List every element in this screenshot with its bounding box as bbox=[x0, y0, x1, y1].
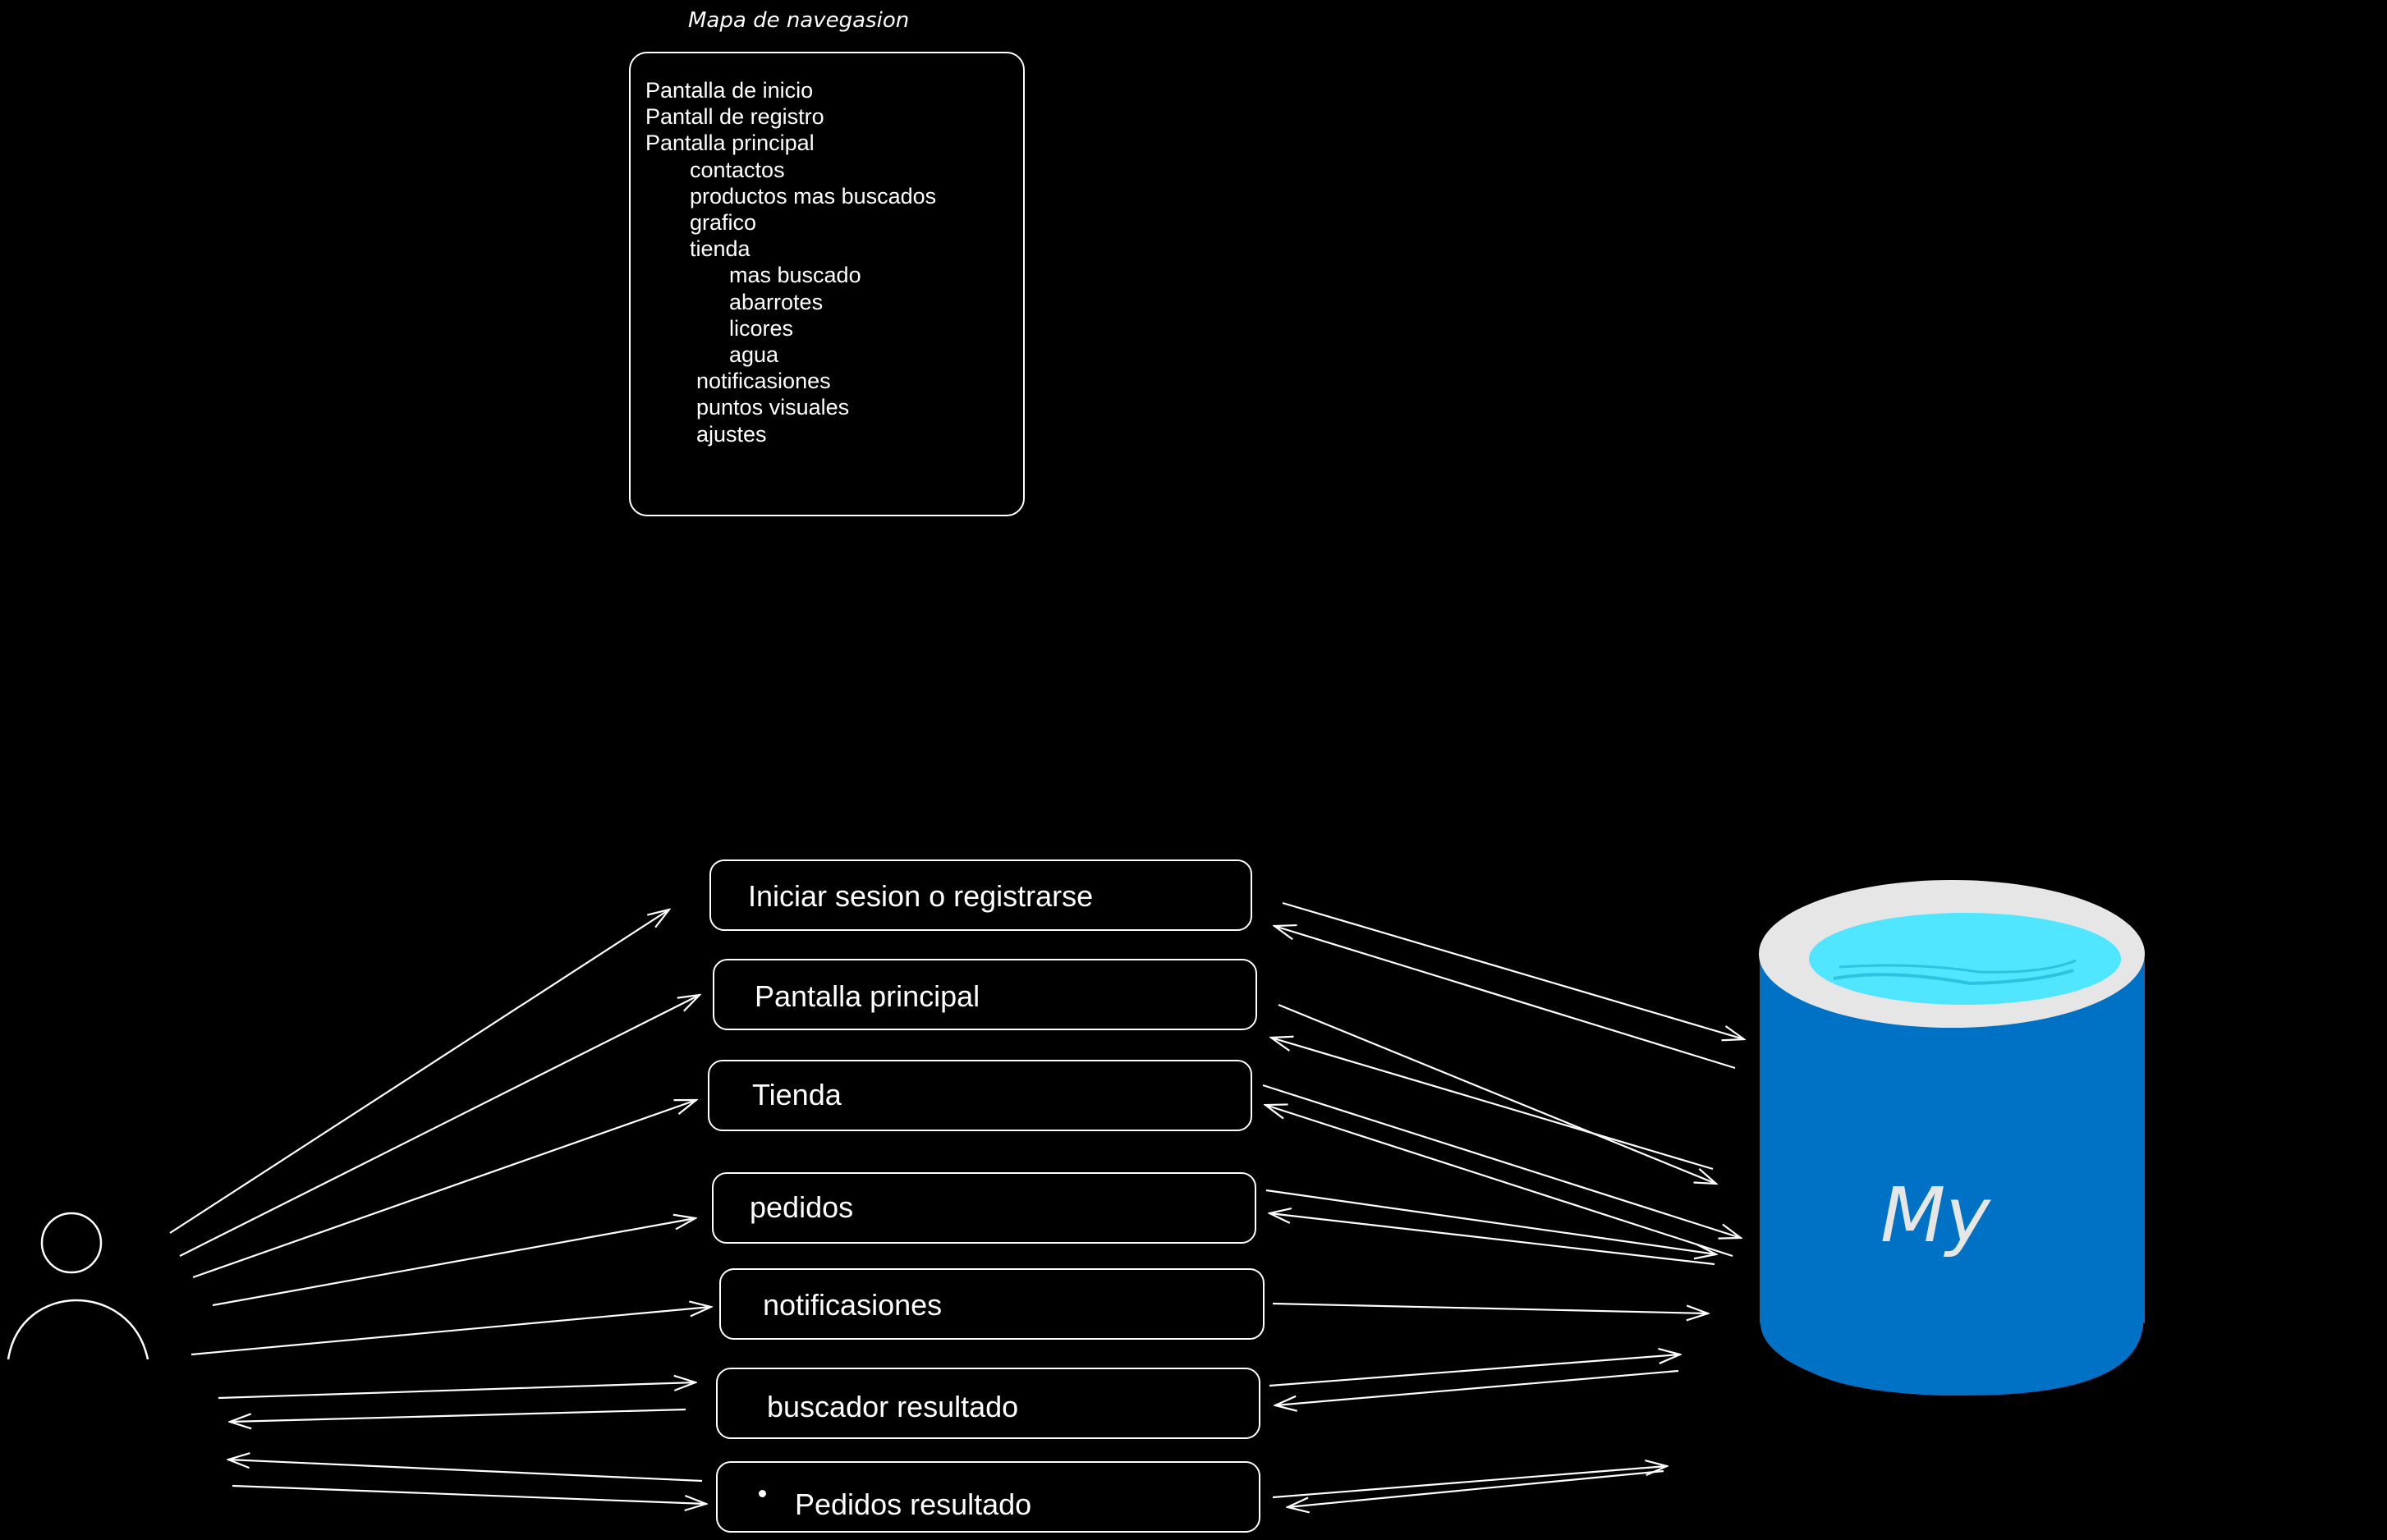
arrow-user-to-notifications bbox=[191, 1307, 711, 1356]
nav-item: mas buscado bbox=[729, 263, 861, 288]
nav-item: puntos visuales bbox=[696, 395, 850, 420]
arrow-user-to-store bbox=[192, 1100, 696, 1279]
arrow-search-to-db bbox=[1269, 1354, 1680, 1387]
arrow-search-to-user bbox=[230, 1408, 686, 1422]
nav-item: contactos bbox=[690, 157, 785, 182]
screen-search-results-label: buscador resultado bbox=[767, 1390, 1019, 1423]
navigation-map-box bbox=[629, 52, 1025, 516]
nav-item: grafico bbox=[690, 210, 757, 236]
screen-orders[interactable] bbox=[712, 1172, 1256, 1244]
screen-login[interactable] bbox=[709, 859, 1252, 931]
arrow-user-to-orders bbox=[212, 1218, 695, 1307]
screen-main[interactable] bbox=[713, 959, 1257, 1030]
arrow-orders-result-to-user bbox=[228, 1460, 703, 1483]
arrow-db-to-store bbox=[1265, 1105, 1733, 1258]
database-label: My bbox=[1880, 1171, 1991, 1259]
arrow-db-to-orders-result bbox=[1288, 1469, 1664, 1507]
nav-item: notificasiones bbox=[696, 369, 831, 394]
nav-item: Pantall de registro bbox=[645, 104, 824, 130]
screen-order-results[interactable] bbox=[716, 1461, 1260, 1533]
screen-notifications-label: notificasiones bbox=[763, 1288, 943, 1322]
screen-store-label: Tienda bbox=[752, 1078, 842, 1111]
screen-store[interactable] bbox=[708, 1060, 1252, 1131]
arrow-db-to-main bbox=[1271, 1038, 1714, 1171]
screen-login-label: Iniciar sesion o registrarse bbox=[748, 879, 1094, 913]
arrow-orders-to-user-path bbox=[232, 1484, 706, 1504]
arrow-db-to-login bbox=[1274, 926, 1736, 1070]
arrow-user-to-main bbox=[179, 995, 700, 1257]
screen-orders-label: pedidos bbox=[750, 1190, 854, 1224]
arrow-db-to-orders bbox=[1269, 1213, 1715, 1266]
screen-order-results-label: Pedidos resultado bbox=[795, 1487, 1032, 1521]
nav-item: ajustes bbox=[696, 421, 767, 447]
nav-item: agua bbox=[729, 342, 779, 368]
arrow-main-to-db bbox=[1278, 1003, 1716, 1184]
nav-item: Pantalla principal bbox=[645, 131, 815, 156]
nav-item: abarrotes bbox=[729, 289, 824, 314]
arrow-orders-to-db bbox=[1265, 1189, 1716, 1254]
bullet-dot bbox=[759, 1490, 766, 1497]
nav-item: productos mas buscados bbox=[690, 183, 937, 209]
user-icon bbox=[7, 1212, 149, 1360]
nav-item: tienda bbox=[690, 236, 751, 262]
navigation-map-title: Mapa de navegasion bbox=[688, 8, 910, 33]
arrow-user-to-login bbox=[169, 910, 669, 1234]
screen-search-results[interactable] bbox=[716, 1368, 1260, 1439]
arrow-notifications-to-db bbox=[1272, 1302, 1708, 1313]
arrow-db-to-search bbox=[1275, 1369, 1679, 1405]
arrow-user-to-search bbox=[218, 1382, 695, 1400]
nav-item: Pantalla de inicio bbox=[645, 78, 814, 103]
arrow-login-to-db bbox=[1282, 901, 1744, 1039]
arrow-orders-result-to-db bbox=[1272, 1466, 1667, 1499]
screen-notifications[interactable] bbox=[719, 1268, 1265, 1340]
navigation-map-list: Pantalla de inicio Pantall de registro P… bbox=[645, 77, 936, 447]
screen-main-label: Pantalla principal bbox=[755, 979, 980, 1013]
database-icon: My bbox=[1759, 880, 2145, 1396]
nav-item: licores bbox=[729, 315, 794, 341]
arrow-store-to-db bbox=[1262, 1084, 1741, 1238]
